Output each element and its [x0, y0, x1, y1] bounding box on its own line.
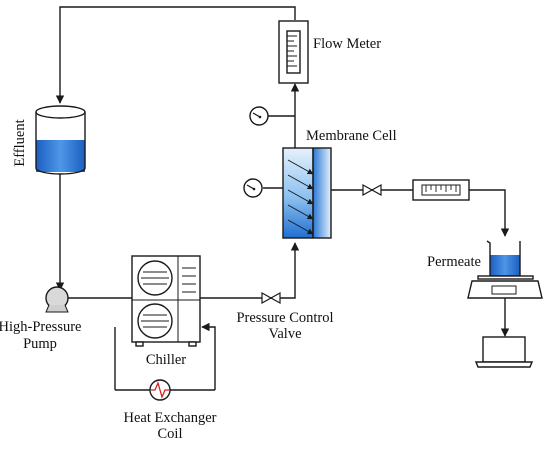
- heat-exchanger-icon: [149, 379, 171, 401]
- valve-label-line2: Valve: [268, 326, 301, 342]
- valve-label-line1: Pressure Control: [236, 310, 333, 326]
- heat-exchanger-label-line1: Heat Exchanger: [124, 410, 217, 426]
- meter-to-beaker-line: [469, 189, 510, 237]
- heat-exchanger-label-line2: Coil: [158, 426, 183, 442]
- effluent-label: Effluent: [12, 119, 28, 166]
- pump-icon: [45, 286, 69, 313]
- coolant-loop-right: [201, 322, 216, 390]
- flow-meter-label: Flow Meter: [313, 36, 381, 52]
- laptop-icon: [474, 336, 534, 368]
- balance-icon: [467, 275, 543, 299]
- chiller-to-cell-line: [200, 242, 300, 299]
- permeate-beaker: [486, 240, 521, 277]
- pump-label-line2: Pump: [23, 336, 57, 352]
- fan-icon: [137, 303, 173, 339]
- pressure-gauge-icon: [249, 106, 269, 126]
- fan-icon: [137, 260, 173, 296]
- pump-label-line1: High-Pressure: [0, 319, 81, 335]
- needle-valve-icon: [261, 291, 281, 305]
- pressure-gauge-icon: [243, 178, 263, 198]
- return-line: [55, 6, 296, 104]
- piping: [55, 6, 510, 391]
- needle-valve-icon: [362, 183, 382, 197]
- flow-meter: [278, 20, 309, 84]
- permeate-label: Permeate: [427, 254, 481, 270]
- membrane-cell: [282, 147, 332, 239]
- permeate-flow-meter: [412, 179, 470, 201]
- effluent-tank: [35, 105, 86, 175]
- chiller-unit: [131, 255, 201, 347]
- membrane-cell-label: Membrane Cell: [306, 128, 397, 144]
- chiller-label: Chiller: [146, 352, 186, 368]
